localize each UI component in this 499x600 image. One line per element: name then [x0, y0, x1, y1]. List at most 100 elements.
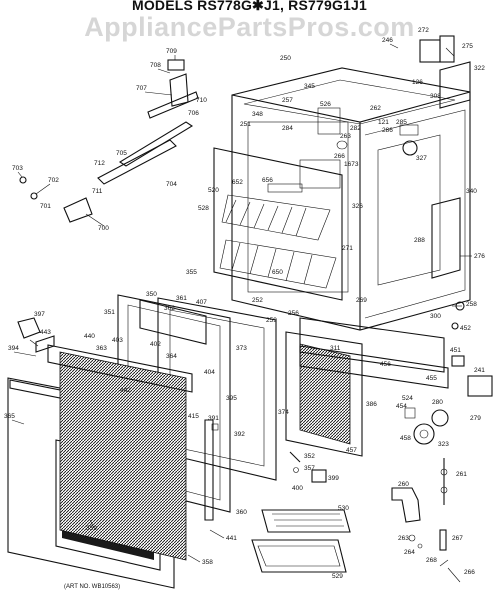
switch-266	[336, 140, 348, 150]
label-710: 710	[196, 97, 207, 104]
clip-352	[289, 451, 301, 463]
label-364: 364	[166, 353, 177, 360]
label-282: 282	[350, 125, 361, 132]
label-407: 407	[196, 299, 207, 306]
label-246: 246	[382, 37, 393, 44]
label-403: 403	[112, 337, 123, 344]
label-528: 528	[198, 205, 209, 212]
diagram-title: MODELS RS778G✱J1, RS779G1J1	[131, 0, 367, 13]
bracket-260	[391, 487, 421, 523]
label-256: 256	[288, 310, 299, 317]
label-365: 365	[4, 413, 15, 420]
label-272: 272	[418, 27, 429, 34]
bracket-700	[63, 197, 93, 223]
hinge-bracket-397	[17, 317, 41, 339]
control-panel-456	[299, 345, 449, 389]
label-529: 529	[332, 573, 343, 580]
bracket-263	[317, 107, 341, 135]
label-363: 363	[96, 345, 107, 352]
label-351: 351	[104, 309, 115, 316]
label-288: 288	[414, 237, 425, 244]
part-labels: 709 708 707 710 706 705 712 704 703 702 …	[4, 27, 485, 580]
label-451: 451	[450, 347, 461, 354]
label-452: 452	[460, 325, 471, 332]
label-350: 350	[146, 291, 157, 298]
part-391	[211, 423, 219, 431]
label-358: 358	[202, 559, 213, 566]
label-404: 404	[204, 369, 215, 376]
label-700: 700	[98, 225, 109, 232]
spring-267	[439, 529, 447, 551]
label-415: 415	[188, 413, 199, 420]
label-394: 394	[8, 345, 19, 352]
label-360: 360	[236, 509, 247, 516]
label-397: 397	[34, 311, 45, 318]
leader-lines	[11, 43, 472, 567]
label-402: 402	[150, 341, 161, 348]
label-357: 357	[304, 465, 315, 472]
label-308: 308	[430, 93, 441, 100]
label-362: 362	[164, 305, 175, 312]
broiler-grid-530	[261, 509, 351, 533]
label-263: 263	[340, 133, 351, 140]
label-257: 257	[282, 97, 293, 104]
bracket-326	[299, 159, 341, 189]
label-386: 386	[366, 401, 377, 408]
label-348: 348	[252, 111, 263, 118]
oven-liner-and-racks	[213, 147, 343, 301]
element-656	[267, 183, 303, 193]
label-400: 400	[292, 485, 303, 492]
label-442: 442	[120, 387, 131, 394]
label-252: 252	[252, 297, 263, 304]
door-slides	[19, 59, 199, 223]
hinge-709	[167, 59, 185, 71]
part-524	[404, 407, 416, 419]
label-323: 323	[438, 441, 449, 448]
screw-263	[408, 534, 416, 542]
relay-275	[439, 35, 455, 63]
label-241: 241	[474, 367, 485, 374]
label-126: 126	[412, 79, 423, 86]
label-340: 340	[466, 188, 477, 195]
label-395: 395	[226, 395, 237, 402]
label-284: 284	[282, 125, 293, 132]
label-1673: 1673	[344, 161, 359, 168]
label-261: 261	[456, 471, 467, 478]
label-703: 703	[12, 165, 23, 172]
label-392: 392	[234, 431, 245, 438]
oven-rack-528	[221, 194, 331, 241]
label-526: 526	[320, 101, 331, 108]
label-250: 250	[280, 55, 291, 62]
label-263b: 263	[398, 535, 409, 542]
screw-701	[30, 192, 38, 200]
label-264: 264	[404, 549, 415, 556]
oven-door-assembly	[7, 294, 465, 589]
label-524: 524	[402, 395, 413, 402]
small-parts	[211, 301, 493, 583]
label-266: 266	[334, 153, 345, 160]
label-311: 311	[330, 345, 341, 352]
label-260: 260	[398, 481, 409, 488]
label-456: 456	[380, 361, 391, 368]
label-440: 440	[84, 333, 95, 340]
drawer-frame-374	[285, 331, 363, 457]
label-359: 359	[86, 525, 97, 532]
art-number-note: (ART NO. WB10563)	[64, 584, 121, 590]
label-709: 709	[166, 48, 177, 55]
screw-264	[417, 543, 423, 549]
label-650: 650	[272, 269, 283, 276]
label-458: 458	[400, 435, 411, 442]
label-280: 280	[432, 399, 443, 406]
label-275: 275	[462, 43, 473, 50]
label-652: 652	[232, 179, 243, 186]
label-391: 391	[208, 415, 219, 422]
label-702: 702	[48, 177, 59, 184]
label-268: 268	[426, 557, 437, 564]
broiler-pan-529	[251, 539, 347, 573]
watermark: AppliancePartsPros.com	[84, 12, 415, 42]
label-708: 708	[150, 62, 161, 69]
label-705: 705	[116, 150, 127, 157]
label-712: 712	[94, 160, 105, 167]
label-704: 704	[166, 181, 177, 188]
label-345: 345	[304, 83, 315, 90]
